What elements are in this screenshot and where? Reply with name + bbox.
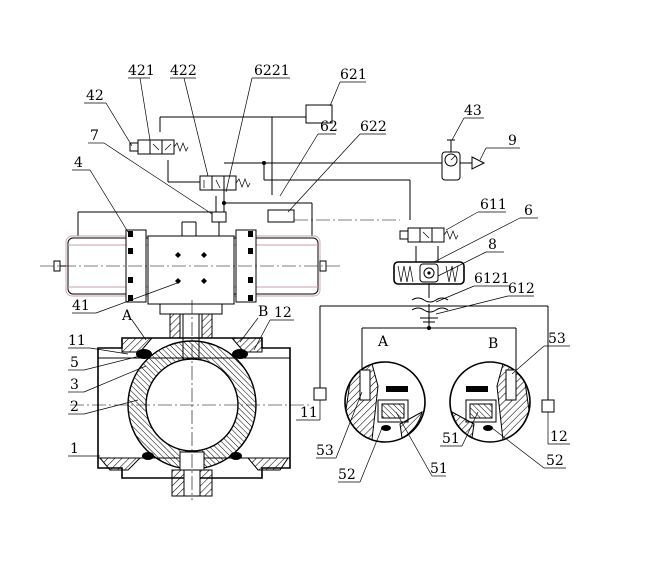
label-52-right: 52: [546, 453, 564, 469]
box-621: [305, 104, 333, 124]
label-51-left: 51: [430, 461, 448, 477]
label-6121: 6121: [474, 271, 510, 287]
label-42: 42: [86, 88, 104, 104]
label-611: 611: [480, 197, 507, 213]
label-62: 62: [320, 119, 338, 135]
box-12: [541, 399, 555, 413]
solenoid-valve-42: [129, 139, 189, 155]
label-41: 41: [72, 298, 90, 314]
label-51-right: 51: [442, 431, 460, 447]
label-3: 3: [70, 377, 79, 393]
ball-valve-body: [70, 300, 312, 500]
solenoid-valve-422: [199, 175, 251, 191]
label-7: 7: [90, 128, 99, 144]
detail-connection-lines: [313, 305, 555, 413]
box-11: [313, 387, 327, 401]
label-622: 622: [360, 119, 387, 135]
label-6: 6: [524, 203, 533, 219]
positioner-actuator-8: [393, 261, 465, 326]
detail-a: [344, 361, 426, 443]
label-52-left: 52: [338, 467, 356, 483]
pneumatic-actuator-41: [40, 221, 340, 305]
label-421: 421: [128, 63, 155, 79]
box-622: [267, 209, 295, 223]
label-b: B: [258, 304, 268, 320]
check-valve-7: [211, 211, 227, 236]
label-4: 4: [74, 155, 83, 171]
label-6221: 6221: [254, 63, 290, 79]
label-11-box: 11: [300, 405, 318, 421]
label-43: 43: [464, 103, 482, 119]
label-53-right: 53: [548, 331, 566, 347]
detail-b: [449, 361, 531, 443]
label-2: 2: [70, 399, 79, 415]
leader-lines: [68, 77, 570, 483]
label-612: 612: [508, 281, 535, 297]
label-1: 1: [70, 441, 79, 457]
label-12-box: 12: [550, 429, 568, 445]
label-8: 8: [488, 237, 497, 253]
filter-regulator-43: [441, 139, 486, 181]
label-422: 422: [170, 63, 197, 79]
label-621: 621: [340, 67, 367, 83]
solenoid-valve-611: [399, 227, 459, 243]
label-12: 12: [274, 305, 292, 321]
label-5: 5: [70, 355, 79, 371]
label-a: A: [121, 308, 133, 324]
label-detail-b: B: [488, 336, 498, 352]
part-labels: 421 422 6221 621 42 62 622 43 7 9 4 611 …: [68, 63, 568, 483]
label-11: 11: [68, 333, 86, 349]
label-9: 9: [508, 133, 517, 149]
label-detail-a: A: [377, 334, 389, 350]
label-53-left: 53: [316, 443, 334, 459]
